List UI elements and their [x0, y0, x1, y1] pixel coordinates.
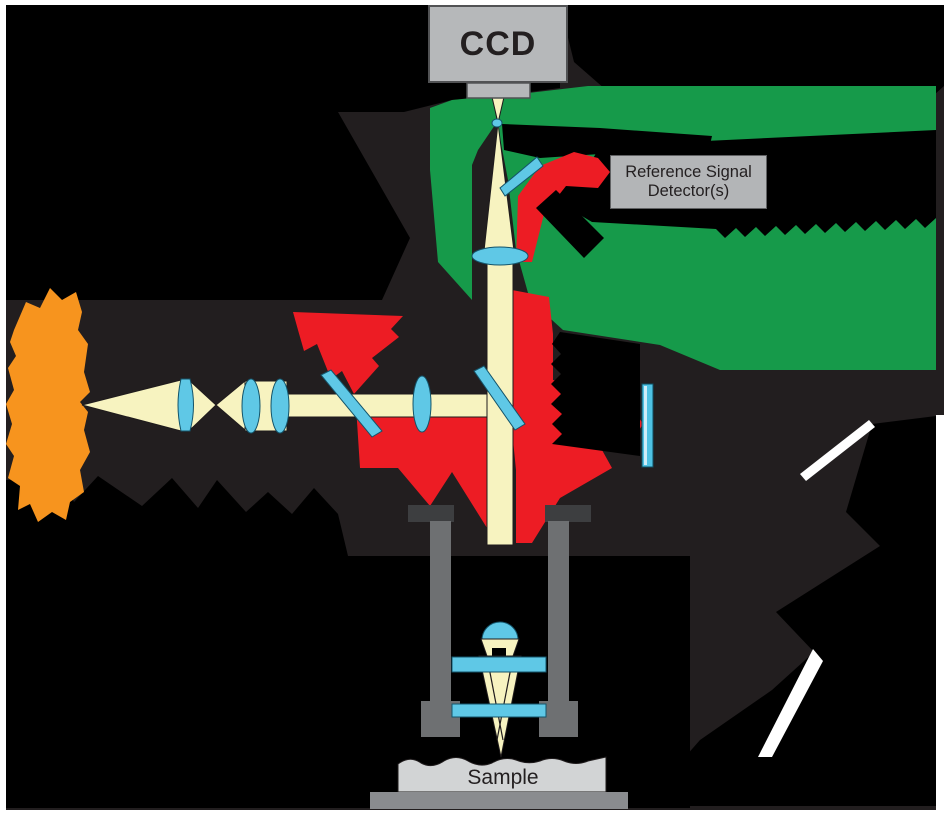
relay-lens-2-icon — [270, 378, 290, 434]
relay-lens-1-icon — [241, 378, 261, 434]
objective-assembly — [408, 505, 591, 758]
objective-plate-1 — [451, 656, 547, 673]
optics-cyan — [177, 118, 544, 438]
sample-stage-group — [370, 756, 628, 809]
beamsplitter-1-icon — [320, 369, 383, 438]
tube-lens-icon — [471, 246, 529, 266]
light-source-icon — [6, 288, 90, 522]
focusing-lens-icon — [412, 375, 432, 433]
sample-label: Sample — [467, 766, 539, 789]
beamsplitter-2-icon — [473, 365, 526, 431]
pickoff-beamsplitter-icon — [499, 156, 544, 197]
obscured-arrows — [536, 190, 640, 456]
focus-point-icon — [491, 118, 503, 128]
ink-blob-black-regions — [6, 5, 944, 808]
reference-detector-label-line1: Reference Signal — [625, 163, 752, 181]
reference-mirror-icon — [641, 383, 654, 468]
collimating-lens-icon — [177, 378, 194, 432]
reference-detector-label-line2: Detector(s) — [647, 182, 730, 200]
reference-signal-detector-box: Reference Signal Detector(s) — [610, 155, 767, 209]
ccd-mount — [466, 82, 531, 99]
objective-lens-dome-icon — [481, 621, 519, 641]
ccd-label: CCD — [459, 24, 537, 63]
white-gaps — [758, 415, 950, 814]
ccd-camera-box: CCD — [428, 5, 568, 83]
stage-base — [370, 792, 628, 809]
objective-plate-2 — [451, 703, 547, 718]
sample-slab — [397, 756, 607, 793]
